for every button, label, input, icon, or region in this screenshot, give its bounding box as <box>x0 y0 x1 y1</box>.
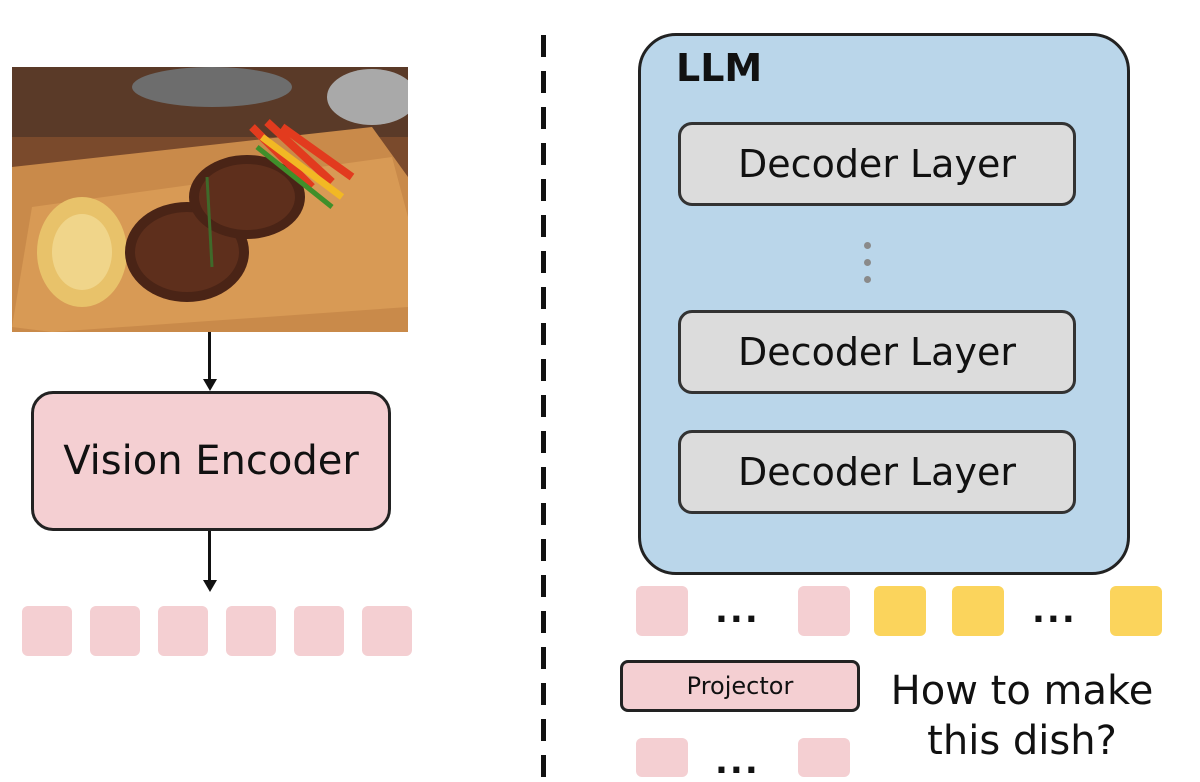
down-arrow-icon <box>203 379 217 391</box>
projector-label: Projector <box>686 672 794 700</box>
token-ellipsis: ... <box>715 591 760 631</box>
decoder-layer-label: Decoder Layer <box>738 142 1016 186</box>
vision-token <box>226 606 276 656</box>
projector-box: Projector <box>620 660 860 712</box>
text-token <box>1110 586 1162 636</box>
text-token <box>952 586 1004 636</box>
question-line: How to make <box>890 668 1154 714</box>
arrow-shaft <box>208 531 211 581</box>
decoder-layer-label: Decoder Layer <box>738 330 1016 374</box>
decoder-layer: Decoder Layer <box>678 430 1076 514</box>
vertical-ellipsis-icon <box>864 276 871 283</box>
vision-token <box>636 738 688 777</box>
dashed-divider <box>541 35 546 777</box>
decoder-layer: Decoder Layer <box>678 310 1076 394</box>
food-photo <box>12 67 408 332</box>
vision-token <box>158 606 208 656</box>
down-arrow-icon <box>203 580 217 592</box>
vision-token <box>90 606 140 656</box>
vision-token <box>362 606 412 656</box>
vision-token <box>798 586 850 636</box>
vertical-ellipsis-icon <box>864 242 871 249</box>
vision-encoder-box: Vision Encoder <box>31 391 391 531</box>
question-line: this dish? <box>927 718 1117 764</box>
text-token <box>874 586 926 636</box>
vision-token <box>22 606 72 656</box>
decoder-layer: Decoder Layer <box>678 122 1076 206</box>
arrow-shaft <box>208 332 211 380</box>
llm-title: LLM <box>676 46 763 90</box>
token-ellipsis: ... <box>1032 591 1077 631</box>
decoder-layer-label: Decoder Layer <box>738 450 1016 494</box>
token-ellipsis: ... <box>715 742 760 782</box>
vision-token <box>294 606 344 656</box>
vision-token <box>798 738 850 777</box>
vertical-ellipsis-icon <box>864 259 871 266</box>
question-text: How to make this dish? <box>872 666 1172 766</box>
vision-token <box>636 586 688 636</box>
vision-encoder-label: Vision Encoder <box>63 438 359 484</box>
